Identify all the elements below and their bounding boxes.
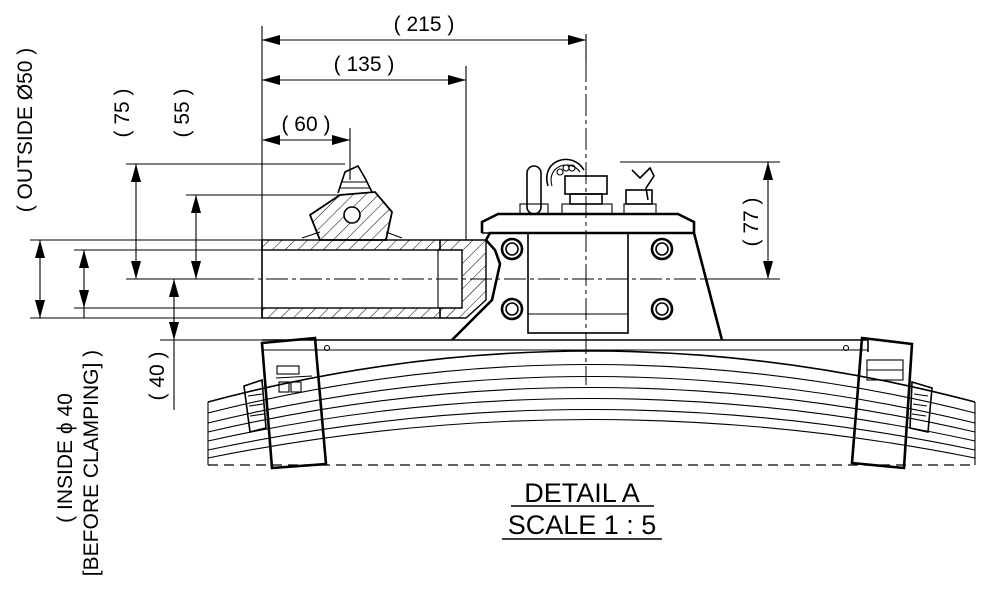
dim-75: ( 75 ): [111, 88, 134, 137]
dimension-lines: [35, 35, 773, 410]
dim-inside-diameter: ( INSIDE ϕ 40: [54, 393, 77, 523]
left-clamp: [243, 336, 328, 470]
dim-77: ( 77 ): [740, 197, 763, 246]
dim-55: ( 55 ): [171, 88, 194, 137]
dim-outside-diameter: ( OUTSIDE Ø50 ): [14, 48, 37, 213]
dim-215: ( 215 ): [394, 13, 455, 36]
base-plate: [262, 339, 869, 352]
detail-caption: DETAIL A SCALE 1 : 5: [502, 478, 662, 540]
detail-scale: SCALE 1 : 5: [508, 510, 657, 540]
tube-clamp-nut: [301, 164, 403, 241]
detail-title: DETAIL A: [524, 478, 640, 508]
extension-lines: [30, 26, 780, 341]
dim-40: ( 40 ): [146, 351, 169, 400]
dim-inside-note: [BEFORE CLAMPING] ): [80, 350, 103, 576]
dim-60: ( 60 ): [281, 113, 330, 136]
housing: [451, 212, 724, 341]
center-lines: [232, 60, 730, 385]
dimension-labels: ( 215 ) ( 135 ) ( 60 ) ( 75 ) ( 55 ) ( 7…: [14, 13, 763, 576]
dim-135: ( 135 ): [334, 53, 395, 76]
right-clamp: [850, 336, 933, 470]
curved-hose-rail: [207, 350, 976, 466]
top-connectors: [519, 158, 657, 215]
